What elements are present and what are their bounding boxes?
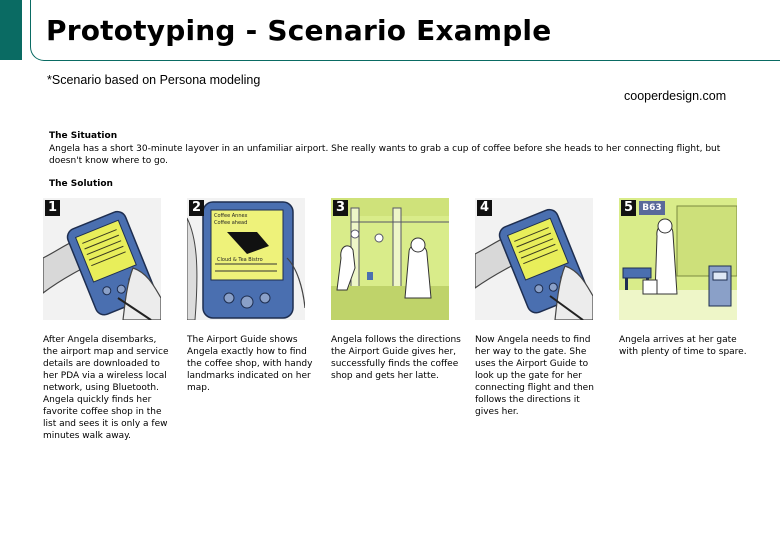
pda-screen-label: Coffee ahead <box>214 220 248 226</box>
pda-screen-label: Coffee Annex <box>214 213 248 219</box>
pda-map-illustration <box>187 198 305 320</box>
page-title: Prototyping - Scenario Example <box>46 14 552 47</box>
panel-number-badge: 1 <box>45 200 60 216</box>
title-frame <box>30 0 780 61</box>
airport-gate-illustration <box>619 198 737 320</box>
pda-hand-illustration-1 <box>43 198 161 320</box>
credit-text: cooperdesign.com <box>624 89 727 103</box>
accent-bar <box>0 0 22 60</box>
subtitle: *Scenario based on Persona modeling <box>47 73 261 87</box>
pda-screen-label: Cloud & Tea Bistro <box>217 257 263 263</box>
scenario-panel-4: 4 <box>475 198 593 320</box>
solution-heading: The Solution <box>49 179 113 189</box>
scenario-panel-5: B63 5 <box>619 198 737 320</box>
situation-text: Angela has a short 30-minute layover in … <box>49 144 721 166</box>
panel-number-badge: 3 <box>333 200 348 216</box>
panel-caption-3: Angela follows the directions the Airpor… <box>331 335 461 381</box>
situation-heading: The Situation <box>49 131 118 141</box>
scenario-panel-3: 3 <box>331 198 449 320</box>
panel-number-badge: 5 <box>621 200 636 216</box>
panel-caption-5: Angela arrives at her gate with plenty o… <box>619 335 747 357</box>
panel-caption-1: After Angela disembarks, the airport map… <box>43 335 169 441</box>
panel-number-badge: 4 <box>477 200 492 216</box>
coffee-shop-illustration <box>331 198 449 320</box>
scenario-panel-2: Coffee Annex Coffee ahead Cloud & Tea Bi… <box>187 198 305 320</box>
gate-sign: B63 <box>639 201 665 215</box>
panel-number-badge: 2 <box>189 200 204 216</box>
panel-caption-4: Now Angela needs to find her way to the … <box>475 335 594 417</box>
scenario-panel-1: 1 <box>43 198 161 320</box>
panel-caption-2: The Airport Guide shows Angela exactly h… <box>187 335 313 393</box>
pda-hand-illustration-2 <box>475 198 593 320</box>
